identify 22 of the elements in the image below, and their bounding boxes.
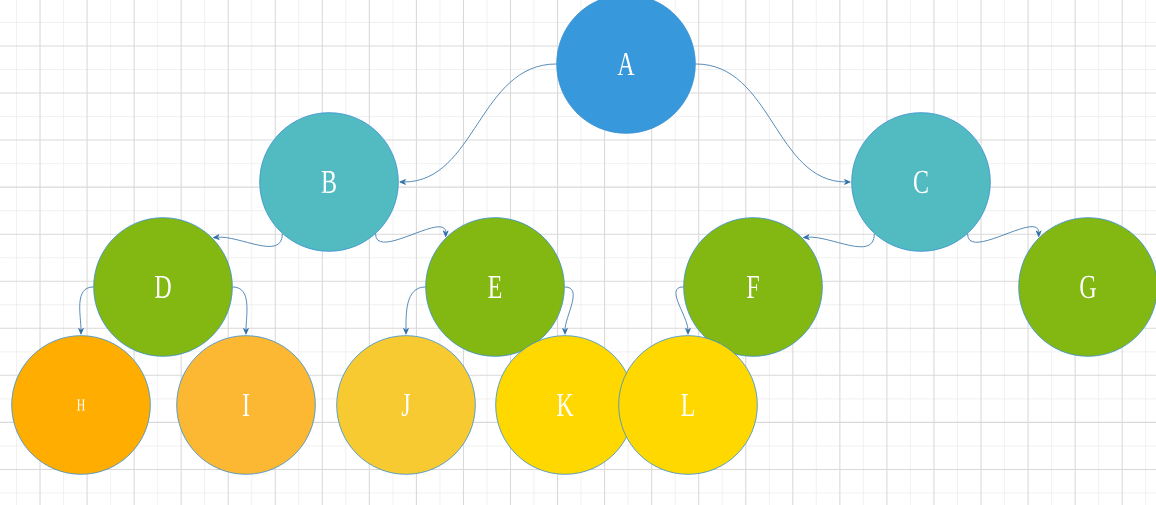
- curved-arrow: [375, 226, 449, 243]
- circle-node: E: [425, 217, 565, 357]
- curved-arrow: [232, 286, 249, 335]
- curved-arrow: [967, 226, 1042, 243]
- circle-node: C: [851, 112, 991, 252]
- curved-arrow: [399, 63, 557, 185]
- circle-node: I: [176, 335, 316, 475]
- curved-arrow: [675, 286, 691, 335]
- curved-arrow: [562, 286, 574, 335]
- circle-node: H: [11, 335, 151, 475]
- curved-arrow: [695, 63, 851, 185]
- curved-arrow: [212, 233, 283, 247]
- curved-arrow: [78, 286, 94, 335]
- circle-node: G: [1018, 217, 1156, 357]
- circle-node: D: [93, 217, 233, 357]
- curved-arrow: [403, 286, 426, 335]
- circle-node: K: [495, 335, 635, 475]
- curved-arrow: [802, 233, 875, 248]
- circle-node: B: [259, 112, 399, 252]
- circle-node: J: [336, 335, 476, 475]
- circle-node: L: [618, 335, 758, 475]
- circle-node: F: [683, 217, 823, 357]
